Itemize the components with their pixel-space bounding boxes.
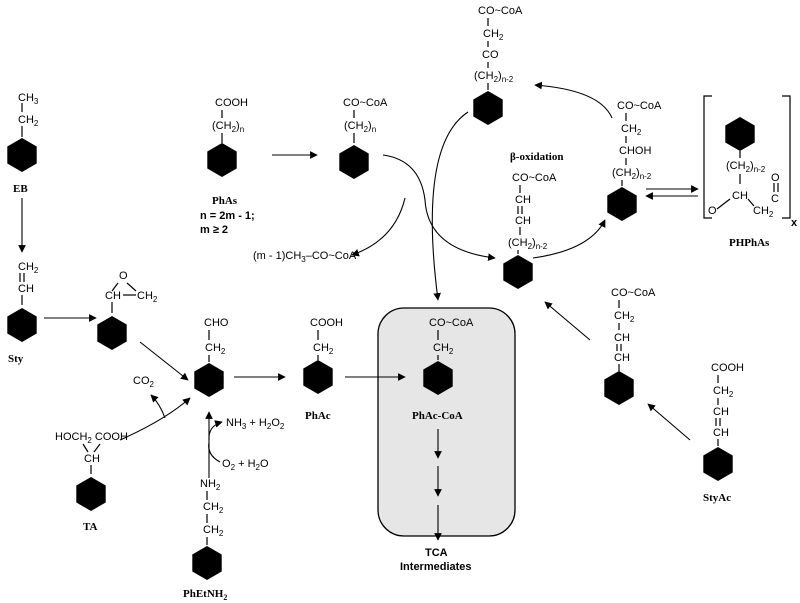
styrylacetic-acid: COOH CH2 CH CH StyAc bbox=[703, 362, 744, 504]
svg-text:O: O bbox=[771, 172, 780, 184]
arrow-to-enoyl bbox=[382, 154, 496, 261]
phenylethylamine: NH2 CH2 CH2 PhEtNH2 bbox=[183, 478, 227, 602]
svg-text:CH2: CH2 bbox=[203, 501, 224, 515]
svg-text:CH: CH bbox=[515, 194, 531, 206]
svg-text:CH2: CH2 bbox=[18, 114, 39, 128]
svg-text:O: O bbox=[708, 205, 717, 217]
phenylacetyl-coa: CO~CoA CH2 PhAc-CoA bbox=[412, 317, 474, 422]
svg-text:x: x bbox=[791, 217, 798, 229]
svg-text:CH3: CH3 bbox=[18, 92, 39, 106]
phphas-polymer: (CH2)n-2 O CH CH2 C O x PHPhAs bbox=[703, 95, 798, 249]
ta-label: TA bbox=[83, 521, 98, 533]
svg-text:CH2: CH2 bbox=[205, 342, 226, 356]
svg-text:COOH: COOH bbox=[310, 317, 343, 329]
tca-line1: TCA bbox=[425, 547, 448, 559]
sty-label: Sty bbox=[8, 353, 24, 365]
svg-text:CH2: CH2 bbox=[753, 205, 774, 219]
svg-text:CH2: CH2 bbox=[433, 342, 454, 356]
svg-text:CHO: CHO bbox=[204, 317, 229, 329]
styac-label: StyAc bbox=[703, 492, 731, 504]
svg-text:CH2: CH2 bbox=[18, 261, 39, 275]
tca-line2: Intermediates bbox=[400, 561, 472, 573]
beta-oxidation-label: β-oxidation bbox=[510, 151, 563, 163]
svg-text:C: C bbox=[771, 193, 779, 205]
svg-text:CH: CH bbox=[18, 283, 34, 295]
svg-text:CH: CH bbox=[105, 290, 121, 302]
svg-text:CH: CH bbox=[614, 352, 630, 364]
svg-text:CO~CoA: CO~CoA bbox=[343, 97, 388, 109]
svg-text:(CH2)n-2: (CH2)n-2 bbox=[508, 237, 548, 251]
svg-text:CH: CH bbox=[84, 453, 100, 465]
ketoacyl-coa: CO~CoA CH2 CO (CH2)n-2 bbox=[473, 5, 523, 125]
svg-text:CHOH: CHOH bbox=[619, 145, 651, 157]
phenylalkanoic-acids: COOH (CH2)n PhAs n = 2m - 1; m ≥ 2 bbox=[200, 97, 255, 236]
arrow-to-ketoacyl bbox=[534, 81, 613, 119]
phphas-label: PHPhAs bbox=[729, 237, 770, 249]
ethylbenzene: CH3 CH2 EB bbox=[7, 92, 39, 195]
svg-text:CH2: CH2 bbox=[621, 123, 642, 137]
phas-rule-n: n = 2m - 1; bbox=[200, 210, 255, 222]
svg-text:CO~CoA: CO~CoA bbox=[512, 172, 557, 184]
svg-text:O: O bbox=[119, 270, 128, 282]
svg-text:NH2: NH2 bbox=[200, 478, 221, 492]
nh3-h2o2: NH3 + H2O2 bbox=[226, 417, 285, 431]
svg-text:CH: CH bbox=[713, 427, 729, 439]
phac-label: PhAc bbox=[305, 410, 331, 422]
phenylacetic-acid: COOH CH2 PhAc bbox=[303, 317, 343, 422]
phas-rule-m: m ≥ 2 bbox=[200, 224, 228, 236]
svg-text:CO~CoA: CO~CoA bbox=[617, 100, 662, 112]
o2-h2o: O2 + H2O bbox=[222, 458, 269, 472]
svg-text:(CH2)n: (CH2)n bbox=[344, 120, 376, 134]
svg-text:HOCH2 COOH: HOCH2 COOH bbox=[55, 431, 128, 445]
svg-text:CH2: CH2 bbox=[713, 385, 734, 399]
co2: CO2 bbox=[133, 375, 155, 389]
svg-text:CH2: CH2 bbox=[313, 342, 334, 356]
svg-text:CH: CH bbox=[614, 332, 630, 344]
svg-text:(CH2)n-2: (CH2)n-2 bbox=[474, 70, 514, 84]
svg-text:(CH2)n-2: (CH2)n-2 bbox=[612, 167, 652, 181]
svg-text:(CH2)n-2: (CH2)n-2 bbox=[726, 160, 766, 174]
phac-coa-label: PhAc-CoA bbox=[412, 410, 463, 422]
phenylalkanoyl-coa: CO~CoA (CH2)n bbox=[339, 97, 388, 179]
styrene-oxide: O CH CH2 bbox=[97, 270, 158, 350]
svg-text:CH: CH bbox=[732, 190, 748, 202]
hydroxyacyl-coa: CO~CoA CH2 CHOH (CH2)n-2 bbox=[607, 100, 662, 221]
eb-label: EB bbox=[13, 183, 28, 195]
svg-text:CO: CO bbox=[482, 49, 499, 61]
svg-text:CH2: CH2 bbox=[203, 524, 224, 538]
svg-text:CO~CoA: CO~CoA bbox=[611, 287, 656, 299]
svg-text:CH2: CH2 bbox=[483, 28, 504, 42]
tropic-acid: HOCH2 COOH CH TA bbox=[55, 431, 128, 533]
svg-text:CH: CH bbox=[515, 215, 531, 227]
arrow-to-phac-coa bbox=[431, 111, 469, 301]
phetnh2-label: PhEtNH2 bbox=[183, 588, 227, 602]
svg-text:CO~CoA: CO~CoA bbox=[429, 317, 474, 329]
svg-text:COOH: COOH bbox=[215, 97, 248, 109]
svg-text:CH2: CH2 bbox=[137, 290, 158, 304]
svg-text:(CH2)n: (CH2)n bbox=[212, 120, 244, 134]
acetyl-coa: (m - 1)CH3–CO~CoA bbox=[253, 250, 357, 264]
phas-label: PhAs bbox=[212, 195, 238, 207]
enoyl-coa: CO~CoA CH CH (CH2)n-2 bbox=[503, 172, 557, 289]
arrow-to-hydroxy bbox=[532, 219, 606, 259]
svg-text:COOH: COOH bbox=[711, 362, 744, 374]
svg-text:CO~CoA: CO~CoA bbox=[478, 5, 523, 17]
svg-text:CH: CH bbox=[713, 406, 729, 418]
cinnamoyl-coa: CO~CoA CH2 CH CH bbox=[604, 287, 656, 405]
phac-coa-highlight-box bbox=[377, 307, 516, 537]
phenylacetaldehyde: CHO CH2 bbox=[194, 317, 229, 397]
arrow-acetyl-release bbox=[351, 197, 406, 257]
svg-text:CH2: CH2 bbox=[614, 310, 635, 324]
styrene: CH2 CH Sty bbox=[7, 261, 39, 365]
